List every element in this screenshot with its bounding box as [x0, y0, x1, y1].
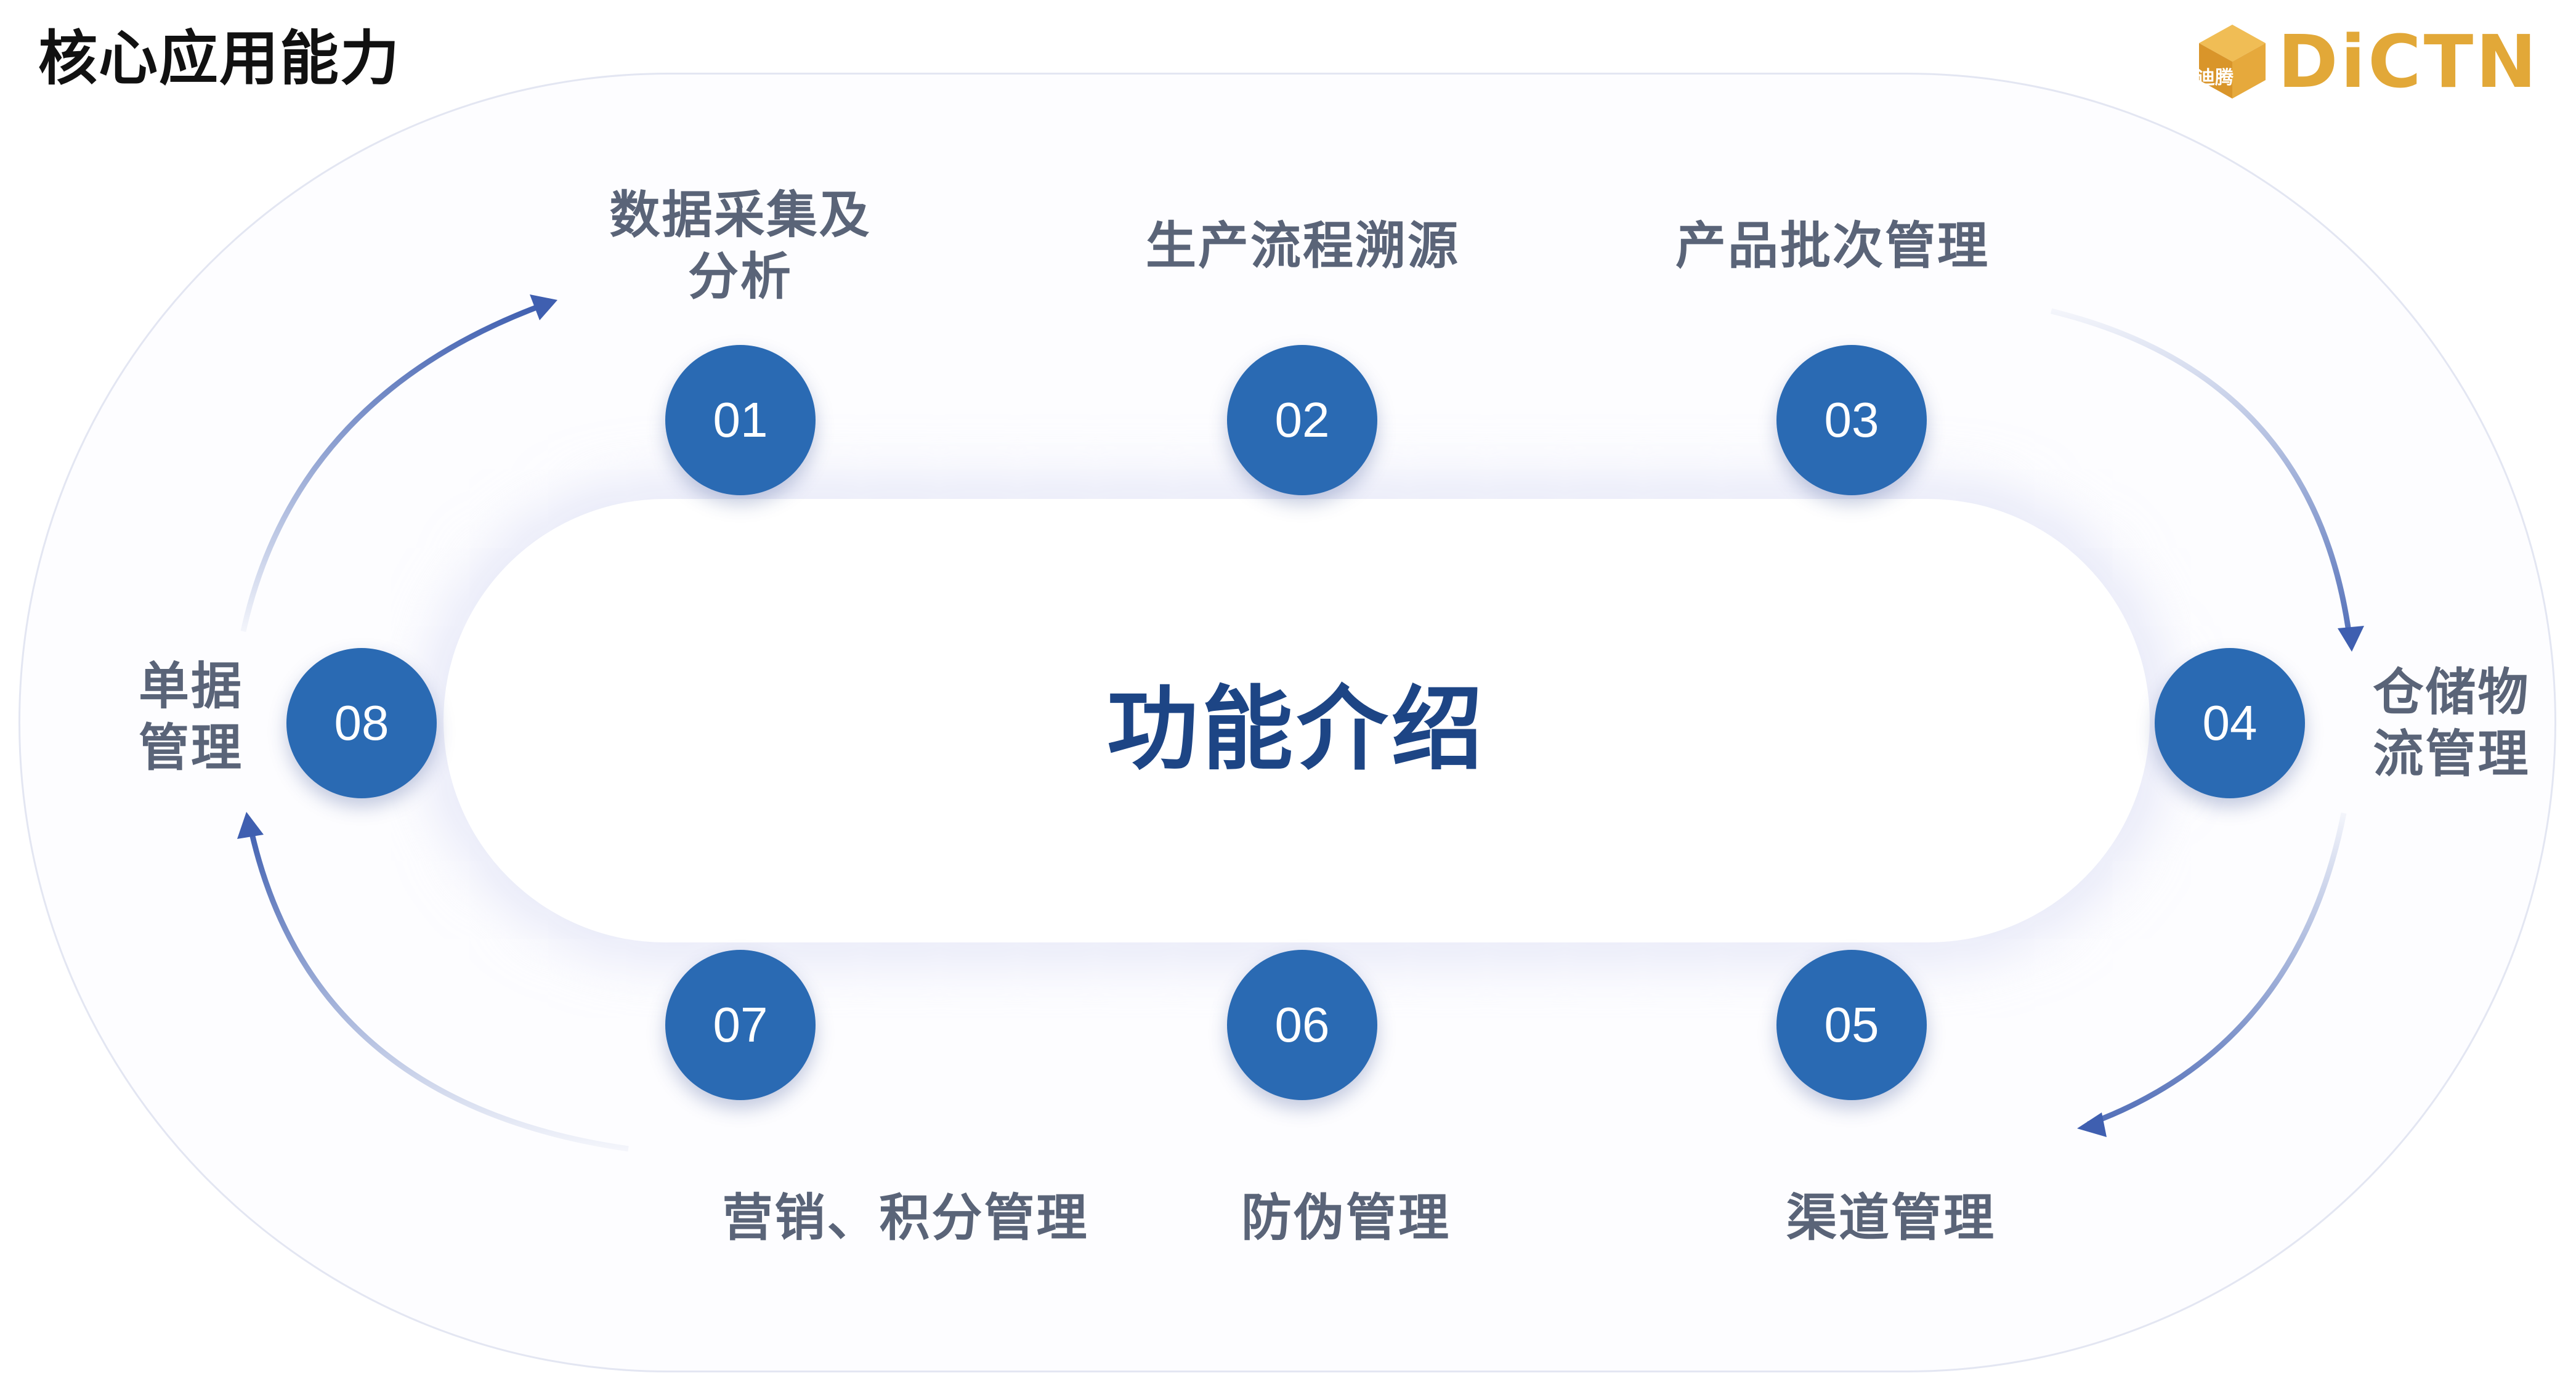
arrow-head-03-to-04	[2338, 626, 2364, 652]
label-05: 渠道管理	[1762, 1188, 2020, 1249]
arrow-head-04-to-05	[2077, 1112, 2107, 1137]
node-06: 06	[1227, 950, 1377, 1100]
center-title: 功能介绍	[1107, 676, 1486, 782]
label-06-line-1: 防伪管理	[1241, 1189, 1451, 1247]
logo-emblem-text: 迪腾	[2197, 67, 2234, 89]
label-01: 数据采集及 分析	[593, 185, 888, 308]
label-01-line-2: 分析	[687, 248, 793, 307]
arrow-head-08-to-01	[530, 294, 557, 320]
node-07: 07	[665, 950, 816, 1100]
node-02: 02	[1227, 345, 1377, 495]
arrow-03-to-04	[2050, 308, 2353, 641]
label-02-line-1: 生产流程溯源	[1145, 217, 1460, 275]
label-04-line-1: 仓储物	[2373, 663, 2530, 722]
label-08: 单据 管理	[123, 656, 259, 779]
center-pill	[444, 499, 2150, 942]
label-07-line-1: 营销、积分管理	[722, 1189, 1089, 1247]
label-08-line-1: 单据	[138, 657, 243, 716]
node-01: 01	[665, 345, 816, 495]
logo-text: DiCTN	[2277, 19, 2539, 104]
logo: 迪腾 DiCTN	[2195, 18, 2539, 105]
label-08-line-2: 管理	[138, 719, 243, 778]
label-07: 营销、积分管理	[696, 1188, 1115, 1249]
arrow-07-to-08	[246, 822, 629, 1152]
label-04: 仓储物 流管理	[2359, 662, 2544, 785]
node-04: 04	[2155, 648, 2305, 798]
label-01-line-1: 数据采集及	[609, 186, 872, 245]
logo-cube-icon: 迪腾	[2197, 25, 2266, 99]
arrow-04-to-05	[2087, 812, 2347, 1127]
label-03: 产品批次管理	[1635, 216, 2030, 277]
node-05: 05	[1776, 950, 1927, 1100]
arrow-08-to-01	[240, 300, 549, 632]
node-08: 08	[286, 648, 437, 798]
label-03-line-1: 产品批次管理	[1675, 217, 1990, 275]
node-03: 03	[1776, 345, 1927, 495]
label-04-line-2: 流管理	[2373, 725, 2530, 784]
page-title: 核心应用能力	[38, 24, 400, 93]
label-06: 防伪管理	[1217, 1188, 1475, 1249]
arrow-head-07-to-08	[237, 812, 264, 839]
label-05-line-1: 渠道管理	[1786, 1189, 1996, 1247]
label-02: 生产流程溯源	[1109, 216, 1497, 277]
